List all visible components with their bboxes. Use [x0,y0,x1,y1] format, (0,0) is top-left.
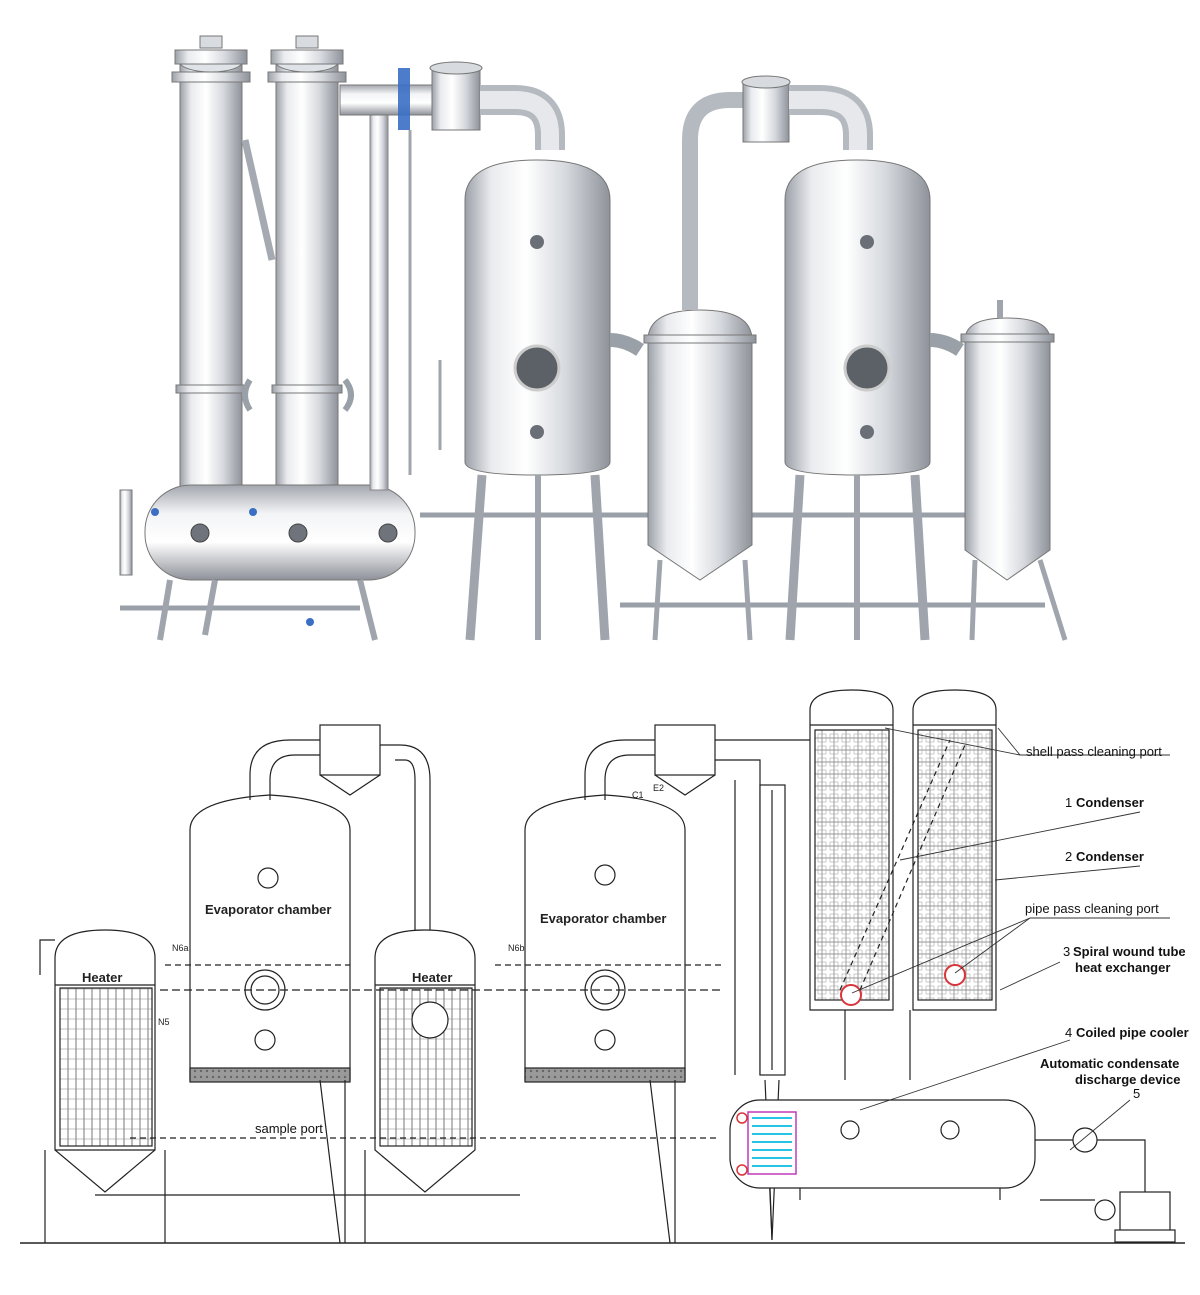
separator-filter-2 [741,75,873,150]
label-condenser-2-number: 2 [1065,849,1072,864]
label-auto-line-1: Automatic condensate [1040,1056,1179,1071]
label-coiled-cooler: Coiled pipe cooler [1076,1025,1189,1040]
pump-drawing [1035,1139,1176,1243]
label-pipe-pass-port: pipe pass cleaning port [1025,901,1159,916]
evaporator-2-drawing [495,794,725,1244]
vapour-downpipe [369,109,389,491]
label-evaporator-1: Evaporator chamber [205,902,331,917]
discharge-device [1072,1127,1098,1153]
label-n6a: N6a [172,943,189,953]
separator-vessel-2 [929,300,1068,641]
label-spiral-line-1: Spiral wound tube [1073,944,1186,959]
coil-cooler [736,1111,797,1176]
evaporator-vessel-2 [784,159,931,641]
label-spiral-number: 3 [1063,944,1070,959]
condenser-2-drawing [909,689,997,1080]
rendered-equipment [119,35,1068,641]
evaporator-vessel-1 [464,159,611,641]
label-shell-pass-port: shell pass cleaning port [1026,744,1162,759]
heater-1-drawing [39,929,166,1243]
separator-vessel-1 [609,309,757,641]
label-sample-port: sample port [255,1121,323,1136]
label-auto-number: 5 [1133,1086,1140,1101]
label-condenser-1: Condenser [1076,795,1144,810]
condenser-tower-2 [242,35,354,503]
label-n6b: N6b [508,943,525,953]
top-elbow-2 [584,724,810,1075]
label-n5: N5 [158,1017,170,1027]
label-spiral-line-2: heat exchanger [1075,960,1170,975]
separator-filter-1 [339,61,565,150]
label-e2: E2 [653,783,664,793]
label-condenser-1-number: 1 [1065,795,1072,810]
evaporator-1-drawing [165,794,351,1244]
condenser-1-drawing [809,689,894,1080]
label-evaporator-2: Evaporator chamber [540,911,666,926]
label-heater-2: Heater [412,970,452,985]
labels: shell pass cleaning port 1 Condenser 2 C… [82,744,1189,1136]
horizontal-tank [119,484,416,641]
riser-pipe [682,92,750,310]
label-heater-1: Heater [82,970,122,985]
condenser-tower-1 [171,35,251,503]
label-auto-line-2: discharge device [1075,1072,1181,1087]
leader-lines [851,727,1170,1151]
label-coiled-number: 4 [1065,1025,1072,1040]
diagonal-brace [241,139,276,261]
top-elbow-1 [249,724,431,935]
heater-2-drawing [364,929,476,1243]
label-c1: C1 [632,790,644,800]
technical-drawing [20,689,1185,1244]
receiver-tank-drawing [729,1099,1036,1241]
label-condenser-2: Condenser [1076,849,1144,864]
